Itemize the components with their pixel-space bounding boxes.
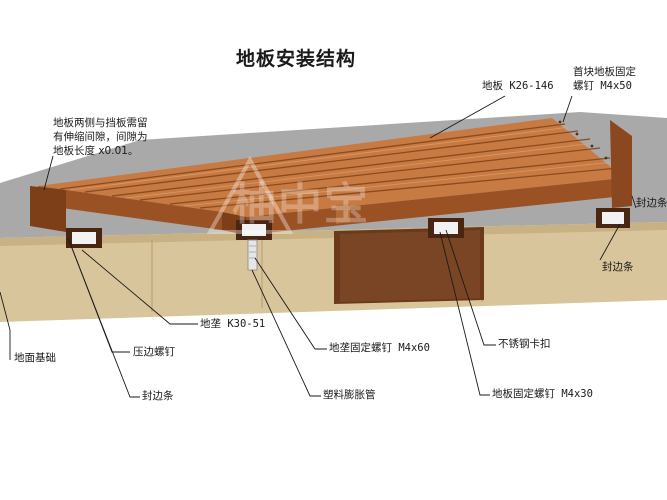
label-floor-board: 地板 K26-146 — [482, 80, 554, 92]
label-ground-base: 地面基础 — [14, 352, 56, 364]
expansion-anchor — [247, 239, 258, 271]
deck-front — [38, 178, 624, 235]
joists — [66, 208, 630, 248]
label-edge-strip-left: 封边条 — [142, 390, 174, 402]
edge-strip-right-fascia — [610, 120, 632, 208]
label-edge-screw: 压边螺钉 — [133, 346, 175, 358]
watermark-logo — [206, 155, 294, 234]
label-board-screw: 地板固定螺钉 M4x30 — [492, 388, 593, 400]
label-first-board-screw-line2: 螺钉 M4x50 — [573, 80, 632, 92]
watermark-text: 柚中宝 — [232, 179, 370, 230]
leader-lines — [0, 95, 637, 398]
label-edge-strip-right: 封边条 — [602, 261, 634, 273]
label-joist-screw: 地垄固定螺钉 M4x60 — [329, 342, 430, 354]
concrete-foundation — [0, 222, 667, 322]
label-edge-strip-right-top: 封边条 — [636, 197, 667, 209]
board-grooves — [59, 123, 619, 209]
gap-note: 地板两侧与挡板需留 有伸缩间隙，间隙为 地板长度 x0.01。 — [53, 116, 148, 158]
board-ends — [30, 186, 66, 232]
gap-note-line: 地板两侧与挡板需留 — [53, 117, 148, 129]
label-joist: 地垄 K30-51 — [200, 318, 266, 330]
label-expansion-tube: 塑料膨胀管 — [323, 389, 376, 401]
gap-note-line: 有伸缩间隙，间隙为 — [53, 131, 148, 143]
concrete-shade — [0, 222, 667, 246]
label-first-board-screw-line1: 首块地板固定 — [573, 66, 636, 78]
deck-top — [38, 118, 624, 217]
page-title: 地板安装结构 — [236, 48, 357, 70]
gap-note-line: 地板长度 x0.01。 — [53, 145, 139, 157]
label-clip: 不锈钢卡扣 — [498, 338, 551, 350]
